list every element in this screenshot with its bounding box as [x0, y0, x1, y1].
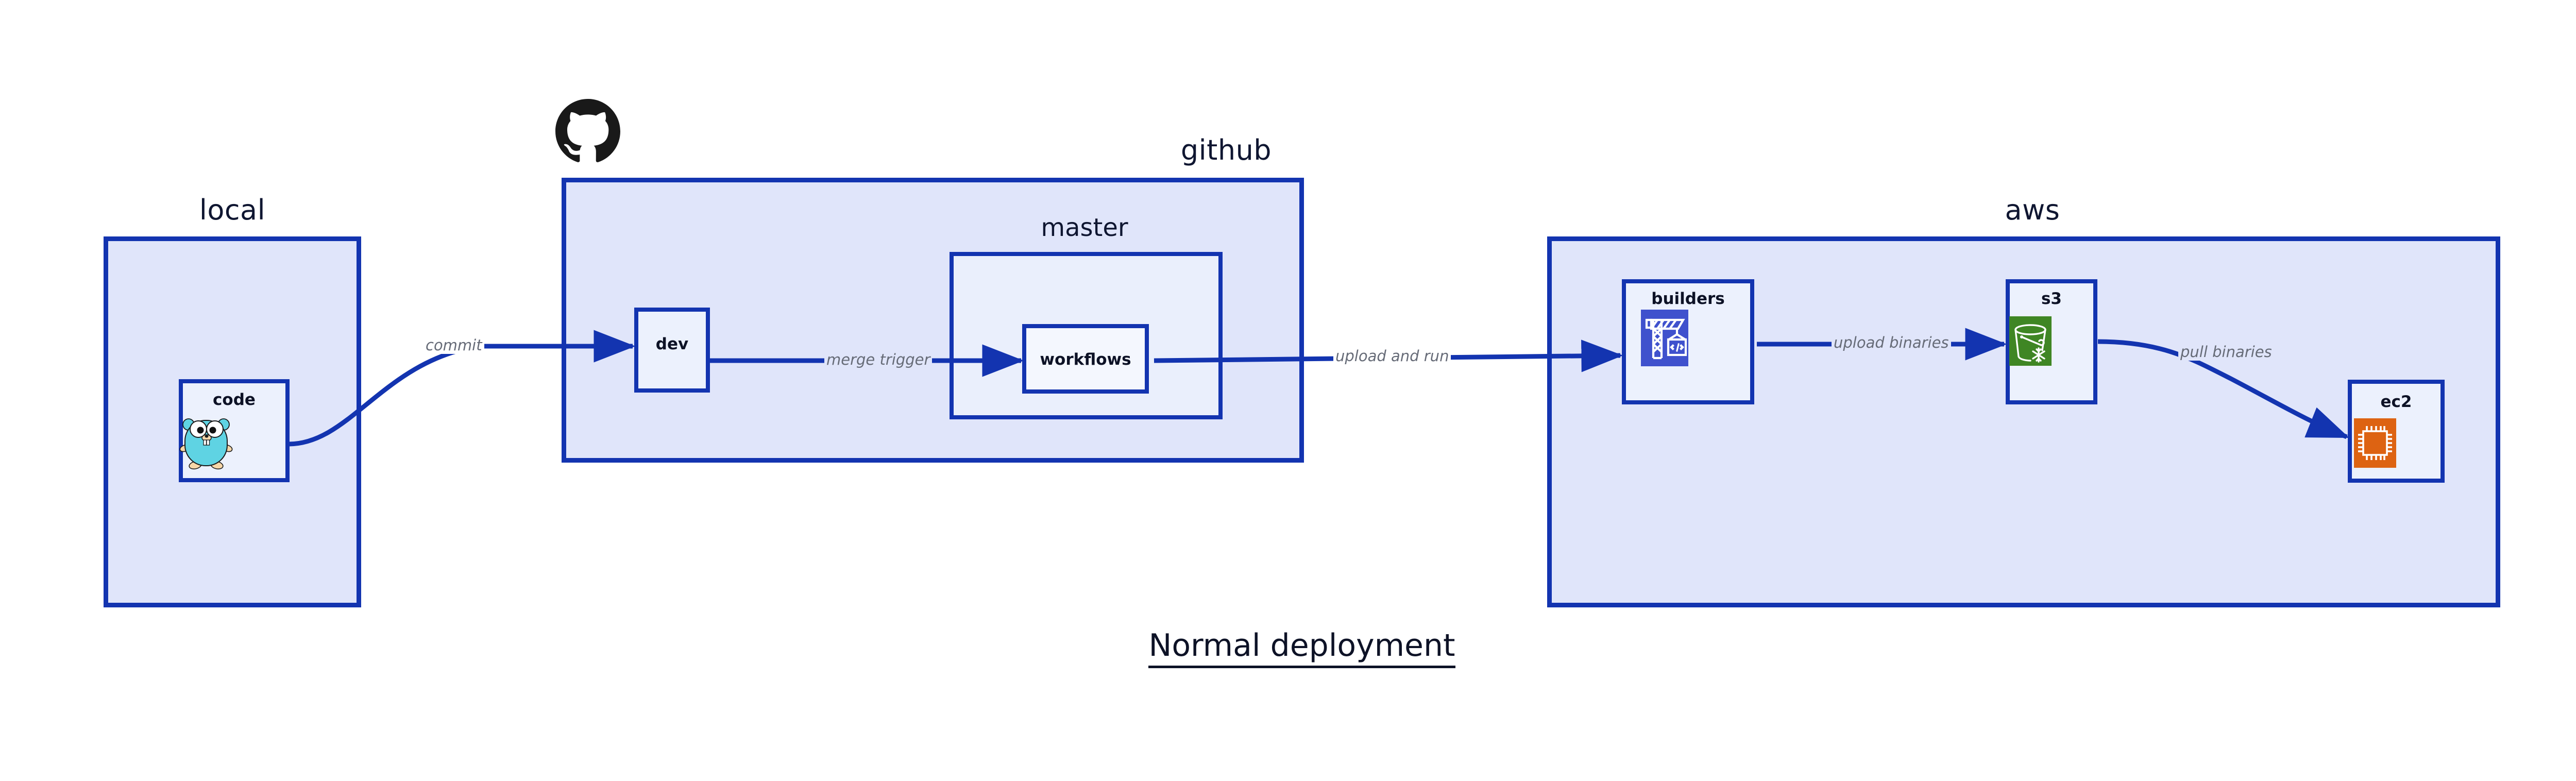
edge-label-merge-trigger: merge trigger — [824, 351, 933, 368]
edge-label-upload-binaries: upload binaries — [1832, 334, 1951, 351]
group-label-local: local — [199, 194, 266, 226]
github-octocat-icon — [555, 99, 620, 164]
edge-label-pull-binaries: pull binaries — [2178, 343, 2274, 361]
group-label-github: github — [1180, 134, 1272, 166]
node-label-s3: s3 — [2041, 290, 2062, 308]
aws-ec2-chip-icon — [2354, 418, 2396, 468]
subgroup-label-master: master — [1041, 213, 1128, 242]
group-label-aws: aws — [2005, 194, 2060, 226]
node-workflows[interactable] — [1022, 324, 1149, 394]
edge-label-commit: commit — [423, 336, 484, 354]
go-gopher-icon — [178, 412, 234, 470]
node-label-dev: dev — [655, 335, 689, 353]
diagram-title-text: Normal deployment — [1148, 627, 1455, 668]
node-label-workflows: workflows — [1040, 350, 1131, 369]
node-dev[interactable] — [634, 308, 710, 393]
node-label-ec2: ec2 — [2380, 393, 2412, 411]
aws-codebuild-crane-icon — [1641, 310, 1688, 366]
edge-label-upload-and-run: upload and run — [1333, 347, 1451, 365]
node-label-builders: builders — [1651, 290, 1725, 308]
diagram-title: Normal deployment — [0, 627, 2576, 668]
node-label-code: code — [213, 390, 256, 409]
aws-s3-bucket-icon — [2009, 316, 2052, 366]
node-s3[interactable] — [2006, 279, 2097, 404]
